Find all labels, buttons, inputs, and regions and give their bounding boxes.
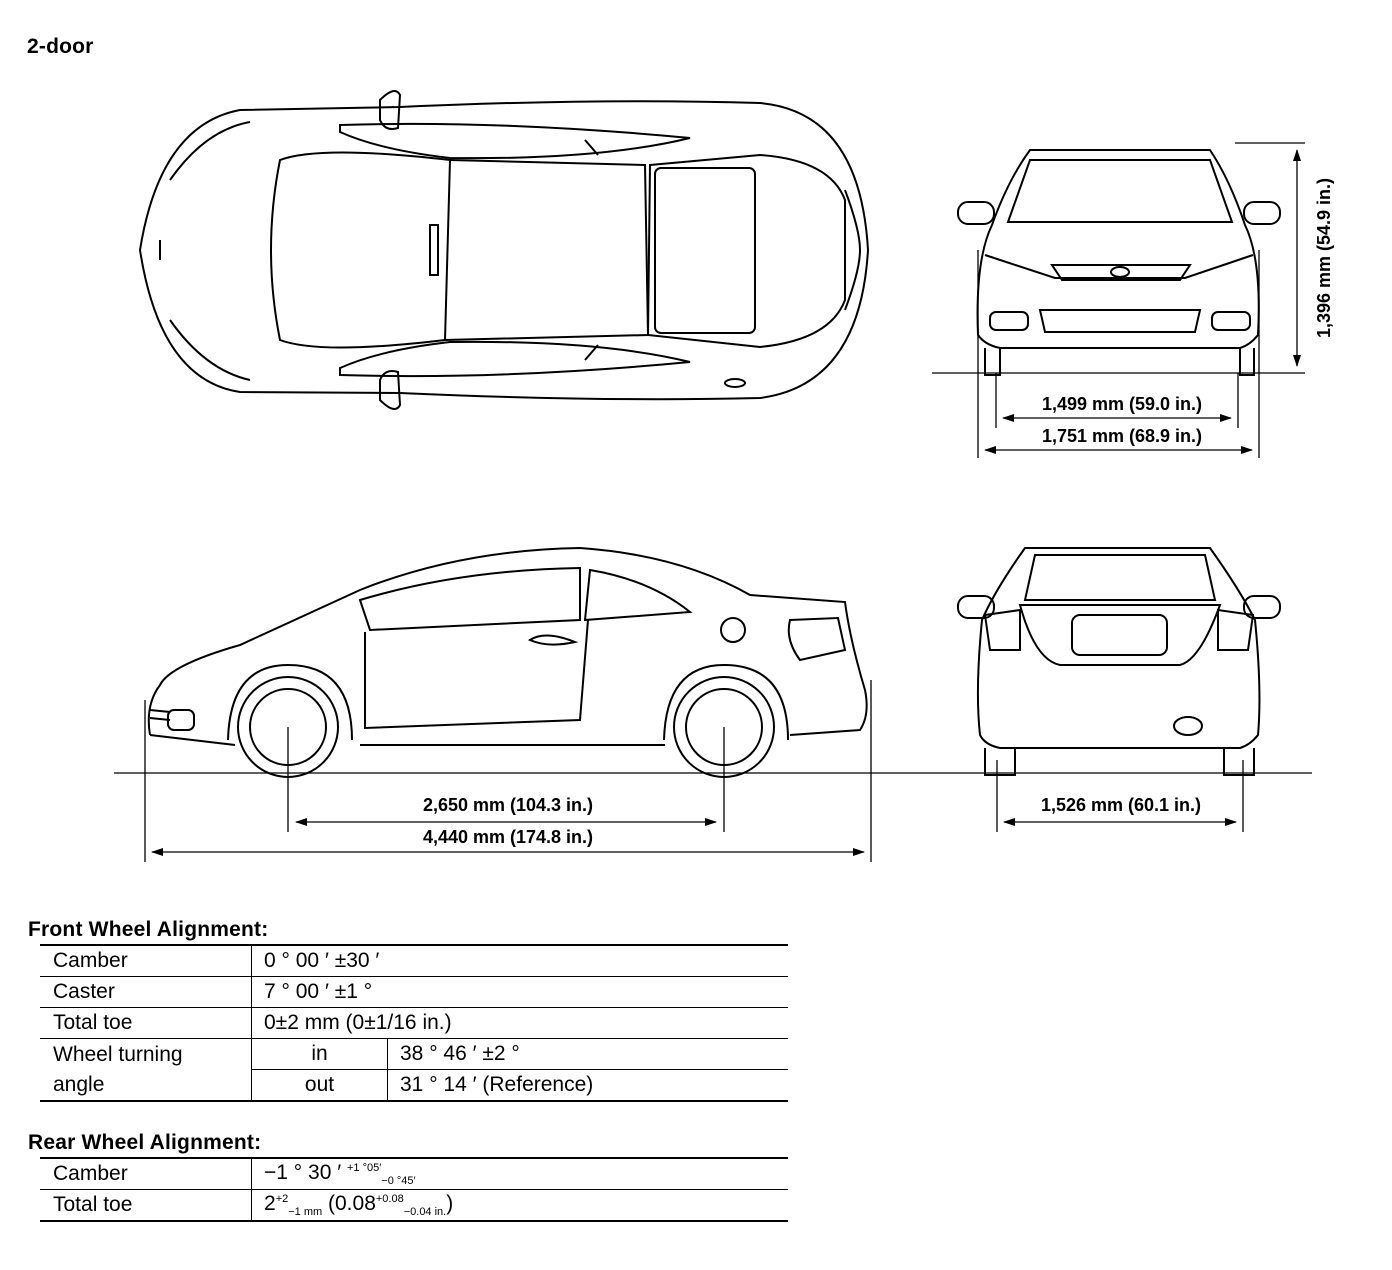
height-dimension: 1,396 mm (54.9 in.) (1314, 178, 1334, 338)
wheelbase-dimension: 2,650 mm (104.3 in.) (423, 795, 593, 815)
rear-toe-sub-in: −0.04 in. (403, 1206, 447, 1219)
toe-value: 0±2 mm (0±1/16 in.) (264, 1011, 452, 1034)
rear-view-car (957, 547, 1281, 776)
overall-width-dimension: 1,751 mm (68.9 in.) (1042, 426, 1202, 446)
side-view-car (147, 546, 868, 778)
turning-angle-label: Wheel turning angle (40, 1038, 252, 1101)
rear-camber-main: −1 ° 30 ′ (264, 1160, 342, 1184)
top-view-car (138, 90, 870, 410)
camber-label: Camber (40, 945, 252, 977)
dimension-lines (114, 142, 1312, 862)
table-row: Camber 0 ° 00 ′ ±30 ′ (40, 945, 788, 977)
rear-camber-sup: +1 °05′ (346, 1161, 382, 1174)
rear-toe-value: 2+2−1 mm (0.08+0.08−0.04 in.) (252, 1190, 789, 1222)
rear-toe-sup: +2 (275, 1192, 289, 1205)
rear-camber-sub: −0 °45′ (381, 1175, 416, 1188)
front-alignment-table: Camber 0 ° 00 ′ ±30 ′ Caster 7 ° 00 ′ ±1… (40, 944, 788, 1102)
table-row: Wheel turning angle in 38 ° 46 ′ ±2 ° (40, 1038, 788, 1101)
table-row: Caster 7 ° 00 ′ ±1 ° (40, 976, 788, 1008)
rear-toe-main: 2 (264, 1191, 276, 1215)
in-value: 38 ° 46 ′ ±2 ° (400, 1042, 520, 1065)
toe-label: Total toe (40, 1007, 252, 1039)
front-alignment-heading: Front Wheel Alignment: (28, 918, 269, 941)
rear-alignment-table: Camber −1 ° 30 ′ +1 °05′−0 °45′ Total to… (40, 1157, 788, 1222)
overall-length-dimension: 4,440 mm (174.8 in.) (423, 827, 593, 847)
turning-label-line-2: angle (53, 1072, 105, 1096)
front-view-car (957, 149, 1281, 376)
out-value: 31 ° 14 ′ (Reference) (400, 1073, 594, 1096)
page-title: 2-door (27, 35, 94, 58)
rear-tread-dimension: 1,526 mm (60.1 in.) (1041, 795, 1201, 815)
table-row: Total toe 0±2 mm (0±1/16 in.) (40, 1007, 788, 1039)
rear-camber-label: Camber (40, 1158, 252, 1190)
out-label: out (251, 1069, 388, 1101)
table-row: Total toe 2+2−1 mm (0.08+0.08−0.04 in.) (40, 1189, 789, 1222)
table-row: out 31 ° 14 ′ (Reference) (40, 1069, 788, 1101)
rear-toe-paren-close: ) (446, 1191, 454, 1215)
turning-label-line-1: Wheel turning (53, 1042, 183, 1066)
caster-label: Caster (40, 976, 252, 1008)
rear-toe-sub: −1 mm (288, 1206, 323, 1219)
table-row: Camber −1 ° 30 ′ +1 °05′−0 °45′ (40, 1158, 788, 1190)
rear-alignment-heading: Rear Wheel Alignment: (28, 1131, 262, 1154)
in-label: in (251, 1038, 388, 1070)
rear-toe-paren: (0.08 (322, 1191, 376, 1215)
rear-toe-sup-in: +0.08 (375, 1192, 404, 1205)
rear-camber-value: −1 ° 30 ′ +1 °05′−0 °45′ (252, 1158, 789, 1190)
front-tread-dimension: 1,499 mm (59.0 in.) (1042, 394, 1202, 414)
camber-value: 0 ° 00 ′ ±30 ′ (264, 949, 380, 972)
rear-toe-label: Total toe (40, 1189, 252, 1221)
caster-value: 7 ° 00 ′ ±1 ° (264, 980, 373, 1003)
